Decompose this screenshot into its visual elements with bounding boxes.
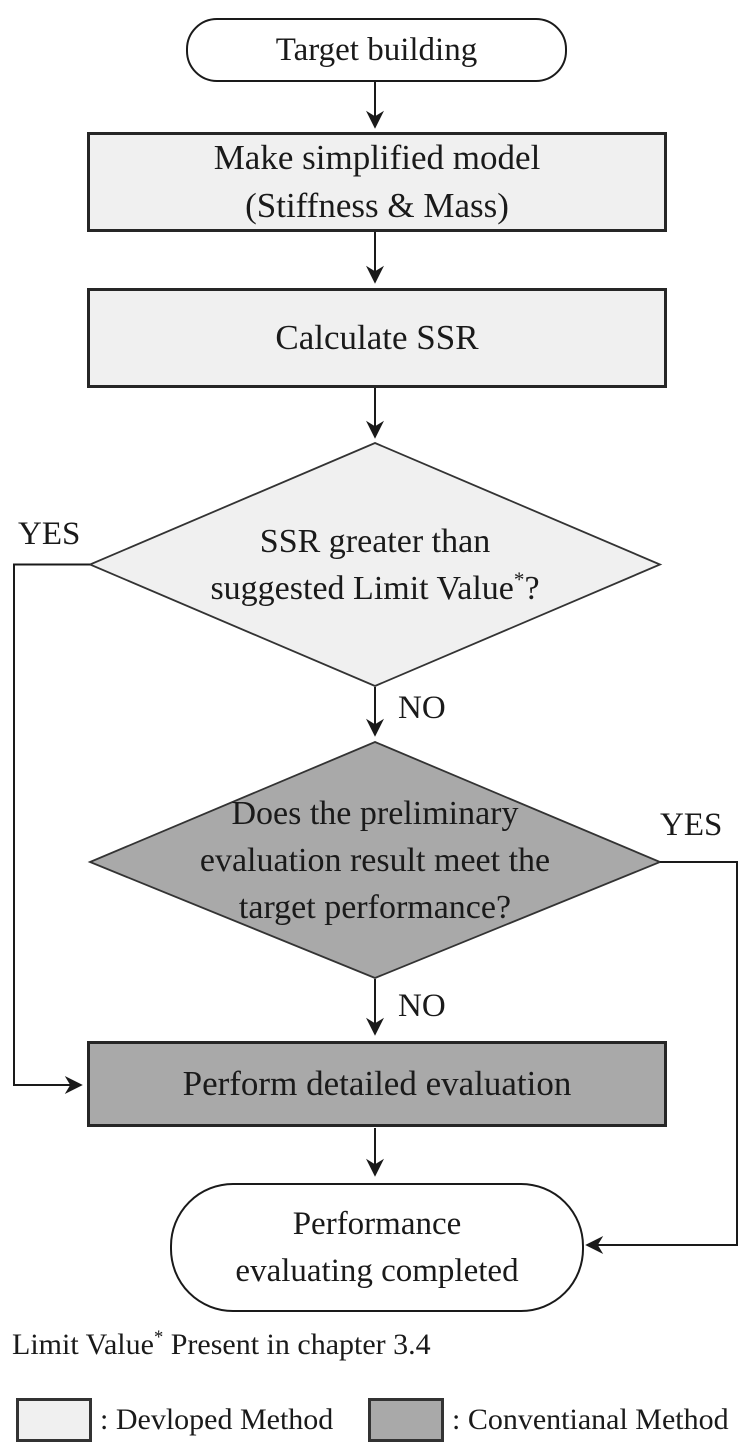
edge-label-ssr-no: NO (398, 690, 446, 726)
legend-item-conventional: : Conventianal Method (368, 1398, 729, 1442)
start-terminal-label: Target building (275, 31, 478, 68)
end-terminal: Performance evaluating completed (170, 1183, 584, 1312)
footnote-suffix: Present in chapter 3.4 (163, 1328, 431, 1361)
detailed-evaluation-process: Perform detailed evaluation (87, 1041, 667, 1127)
calculate-ssr-label: Calculate SSR (275, 318, 479, 357)
preliminary-decision-diamond-shape (87, 741, 663, 979)
arrow-ssr-yes-branch (13, 563, 90, 1094)
footnote-prefix: Limit Value (12, 1328, 154, 1361)
legend-developed-label: : Devloped Method (100, 1403, 334, 1436)
make-model-line2: (Stiffness & Mass) (245, 186, 509, 225)
make-model-line1: Make simplified model (213, 138, 541, 177)
end-terminal-line1: Performance (292, 1205, 462, 1242)
edge-label-preliminary-yes: YES (660, 807, 723, 843)
calculate-ssr-process: Calculate SSR (87, 288, 667, 388)
edge-label-ssr-yes: YES (18, 516, 81, 552)
start-terminal: Target building (186, 18, 567, 82)
make-simplified-model-process: Make simplified model (Stiffness & Mass) (87, 132, 667, 232)
footnote-asterisk: * (153, 1327, 164, 1348)
legend-conventional-swatch (368, 1398, 444, 1442)
ssr-decision-diamond-shape (87, 442, 663, 687)
arrow-preliminary-yes-branch (585, 861, 738, 1254)
legend-item-developed: : Devloped Method (16, 1398, 333, 1442)
legend-conventional-label: : Conventianal Method (452, 1403, 729, 1436)
end-terminal-line2: evaluating completed (235, 1252, 519, 1289)
detailed-evaluation-label: Perform detailed evaluation (182, 1064, 572, 1103)
limit-value-footnote: Limit Value* Present in chapter 3.4 (12, 1328, 431, 1362)
edge-label-preliminary-no: NO (398, 988, 446, 1024)
legend-developed-swatch (16, 1398, 92, 1442)
